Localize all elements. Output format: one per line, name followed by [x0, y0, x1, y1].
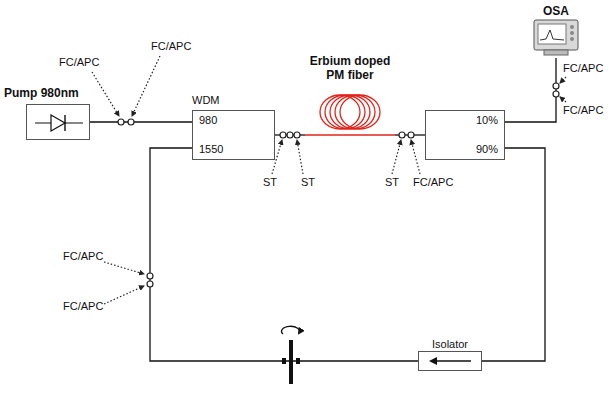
connector-label: FC/APC: [58, 56, 100, 69]
wdm-coupler: WDM 980 1550: [192, 94, 275, 160]
fiber-connector: [287, 132, 293, 138]
port-label: 980: [199, 114, 217, 127]
connector-label: FC/APC: [412, 176, 454, 189]
diode-bar: [64, 115, 65, 131]
diode-triangle: [51, 115, 65, 131]
connector-label: FC/APC: [562, 62, 604, 75]
optical-fiber: [90, 121, 192, 122]
rotation-arrow: [282, 326, 300, 334]
fiber-connector: [147, 273, 153, 279]
connector-label: FC/APC: [62, 250, 104, 263]
connector-label: ST: [384, 176, 400, 189]
leader-line: [560, 77, 566, 83]
isoarrow-icon: [419, 352, 483, 372]
output-coupler: 10% 90%: [425, 110, 505, 160]
port-label: WDM: [192, 94, 275, 107]
monitor-stand: [544, 50, 568, 55]
port-label: 10%: [476, 114, 498, 127]
fiber-connector: [553, 83, 559, 89]
monitor-screen: [538, 24, 566, 44]
controller-clamp: [296, 358, 300, 364]
component-label: Pump 980nm: [4, 86, 90, 100]
fiber-connector: [280, 132, 286, 138]
fiber-loop: [330, 95, 370, 129]
fiber-connector: [553, 91, 559, 97]
isolator-arrow-shaft: [435, 360, 471, 361]
connector-label: FC/APC: [150, 40, 192, 53]
fiber-connector: [408, 132, 414, 138]
leader-line: [132, 56, 160, 116]
leader-line: [297, 140, 303, 174]
controller-clamp: [282, 358, 286, 364]
connector-label: ST: [300, 176, 316, 189]
leader-line: [104, 262, 144, 274]
leader-line: [392, 140, 401, 174]
optical-fiber: [505, 58, 556, 122]
optical-fiber: [482, 148, 545, 361]
spectrum-analyzer: OSA: [530, 4, 582, 58]
doped-fiber: [305, 134, 395, 136]
connector-label: FC/APC: [62, 300, 104, 313]
fiber-connector: [399, 132, 405, 138]
fiber-connector: [128, 119, 134, 125]
leader-line: [92, 72, 119, 116]
leader-line: [560, 97, 566, 102]
isolator-arrow-head: [429, 357, 437, 365]
component-label: Erbium doped PM fiber: [305, 54, 395, 82]
pump-laser: Pump 980nm: [4, 86, 90, 140]
component-label: OSA: [530, 4, 582, 18]
leader-line: [104, 286, 144, 304]
connector-label: FC/APC: [562, 104, 604, 117]
port-label: 1550: [199, 143, 223, 156]
monitor-knob: [570, 37, 574, 41]
optical-isolator: Isolator: [418, 338, 482, 371]
component-box: 980 1550: [192, 110, 275, 160]
diode-icon: [27, 105, 91, 141]
fiber-connector: [118, 119, 124, 125]
monitor-knob: [570, 25, 574, 29]
component-label: Isolator: [418, 338, 482, 351]
optical-fiber: [150, 148, 418, 361]
polarization-controller: [282, 326, 300, 384]
port-label: 90%: [476, 143, 498, 156]
connector-label: ST: [262, 176, 278, 189]
component-box: [26, 104, 90, 140]
fiber-loop: [340, 95, 380, 129]
leader-line: [411, 140, 420, 174]
component-box: 10% 90%: [425, 110, 505, 160]
erbium-fiber: Erbium doped PM fiber: [305, 54, 395, 138]
coil-icon: [305, 82, 395, 138]
fiber-loop: [335, 95, 375, 129]
spectrum-trace: [540, 30, 564, 40]
monitor-icon: [530, 18, 582, 58]
monitor-case: [534, 20, 578, 50]
fiber-connector: [294, 132, 300, 138]
monitor-knob: [570, 31, 574, 35]
component-box: [418, 351, 482, 371]
fiber-connector: [147, 281, 153, 287]
controller-paddle: [289, 340, 293, 384]
